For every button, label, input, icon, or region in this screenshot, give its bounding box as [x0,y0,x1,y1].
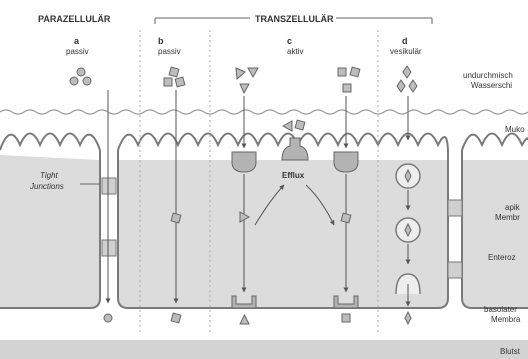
molecule-circle [103,313,113,323]
molecule-circle [82,76,92,86]
molecule-triangle [235,67,246,81]
molecule-diamond [404,168,412,184]
basolateral-transporter-1 [231,295,257,309]
transcellular-header: TRANSZELLULÄR [255,14,334,24]
water-layer-label-line2: Wasserschi [471,81,512,90]
route-a-label: passiv [66,47,89,56]
tight-junctions-label: Tight [40,171,58,180]
molecule-diamond [396,79,406,93]
tight-junction-2 [101,239,117,257]
efflux-arrow-left [254,184,285,226]
efflux-transporter [281,137,309,161]
molecule-triangle [239,313,250,325]
basolateral-transporter-2 [333,295,359,309]
molecule-square [294,119,306,131]
route-a-letter: a [74,36,80,46]
blood-stream-label: Blutst [500,347,521,356]
molecule-diamond [408,79,418,93]
molecule-square [163,77,173,87]
molecule-triangle [239,211,251,223]
efflux-arrow-right [305,184,335,226]
route-d-letter: d [402,36,408,46]
apical-membrane [0,132,528,156]
mucus-label: Muko [505,125,525,134]
molecule-triangle [239,83,250,95]
molecule-circle [76,67,86,77]
molecule-triangle [247,67,259,79]
molecule-circle [69,76,79,86]
molecule-square [174,76,186,88]
route-c-letter: c [287,36,292,46]
paracellular-header: PARAZELLULÄR [38,14,111,24]
molecule-square [341,313,351,323]
route-b-letter: b [158,36,164,46]
molecule-triangle [281,120,293,132]
enterocyte-label: Enteroz [488,253,516,262]
enterocyte-middle [118,160,448,308]
molecule-square [342,83,352,93]
molecule-square [349,66,361,78]
molecule-diamond [402,65,412,79]
molecule-square [337,67,347,77]
basolateral-membrane-label-line2: Membra [491,315,521,324]
basolateral-membrane [0,297,528,309]
molecule-square [170,312,182,324]
water-layer-line [0,109,528,115]
efflux-label: Efflux [282,171,305,180]
molecule-square [168,66,180,78]
apical-membrane-label-line2: Membr [495,213,520,222]
apical-membrane-label: apik [505,203,521,212]
tight-junction-4 [447,261,463,279]
blood-stream [0,340,528,359]
tight-junctions-label-line2: Junctions [29,182,64,191]
enterocyte-left [0,155,100,308]
water-layer-label: undurchmisch [463,71,513,80]
route-d-label: vesikulär [390,47,422,56]
route-b-label: passiv [158,47,181,56]
molecule-square [340,212,352,224]
uptake-transporter-1 [231,151,257,173]
route-c-label: aktiv [287,47,303,56]
molecule-diamond [404,222,412,238]
molecule-square [170,212,182,224]
tight-junction-3 [447,199,463,217]
tight-junction-1 [101,177,117,195]
enterocyte-right [462,160,528,308]
basolateral-membrane-label: basolater [484,305,517,314]
molecule-diamond [404,310,412,326]
uptake-transporter-2 [333,151,359,173]
